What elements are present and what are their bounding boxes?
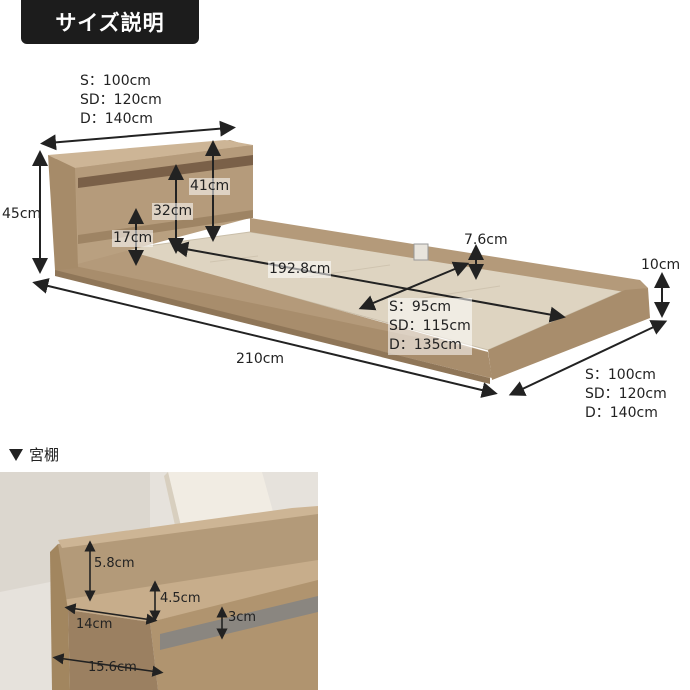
bottom-width-sd: SD：120cm — [585, 386, 667, 402]
inner-length-label: 192.8cm — [268, 261, 332, 278]
shelf-total-depth-label: 15.6cm — [88, 660, 137, 675]
height-total-label: 45cm — [2, 206, 42, 222]
shelf-heading-text: 宮棚 — [29, 446, 60, 464]
headboard-side — [48, 155, 78, 270]
bottom-width-labels: S：100cm SD：120cm D：140cm — [585, 366, 667, 423]
frame-step-label: 7.6cm — [464, 232, 508, 248]
bottom-width-s: S：100cm — [585, 367, 656, 383]
page-title: サイズ説明 — [55, 11, 165, 35]
page-title-badge: サイズ説明 — [21, 0, 199, 44]
top-width-labels: S：100cm SD：120cm D：140cm — [80, 72, 162, 129]
shelf-photo: 5.8cm 4.5cm 14cm 3cm 15.6cm — [0, 472, 318, 690]
headboard-mid-label: 32cm — [152, 203, 194, 220]
inner-width-d: D：135cm — [389, 337, 462, 353]
shelf-photo-illustration — [0, 472, 318, 690]
inner-width-sd: SD：115cm — [389, 318, 471, 334]
dim-bottom-width — [508, 320, 668, 396]
dim-length-total — [32, 278, 498, 398]
headboard-low-label: 17cm — [112, 230, 154, 247]
top-width-d: D：140cm — [80, 111, 153, 127]
shelf-back-panel — [58, 510, 318, 602]
top-width-s: S：100cm — [80, 73, 151, 89]
outlet-strip — [160, 596, 318, 650]
bed-illustration — [32, 120, 670, 398]
shelf-front-height-label: 4.5cm — [160, 591, 201, 606]
top-width-sd: SD：120cm — [80, 92, 162, 108]
outlet-gap-label: 3cm — [228, 610, 257, 625]
inner-width-labels: S：95cm SD：115cm D：135cm — [388, 298, 472, 355]
headboard-upper-label: 41cm — [189, 178, 231, 195]
length-total-label: 210cm — [236, 351, 285, 367]
dim-top-width — [40, 120, 236, 151]
inner-width-s: S：95cm — [389, 299, 452, 315]
outlet-icon — [413, 243, 429, 261]
bottom-width-d: D：140cm — [585, 405, 658, 421]
shelf-depth-label: 14cm — [76, 617, 113, 632]
shelf-back-height-label: 5.8cm — [94, 556, 135, 571]
frame-height-label: 10cm — [641, 257, 681, 273]
triangle-down-icon — [9, 448, 23, 461]
shelf-section-heading: 宮棚 — [9, 444, 59, 465]
